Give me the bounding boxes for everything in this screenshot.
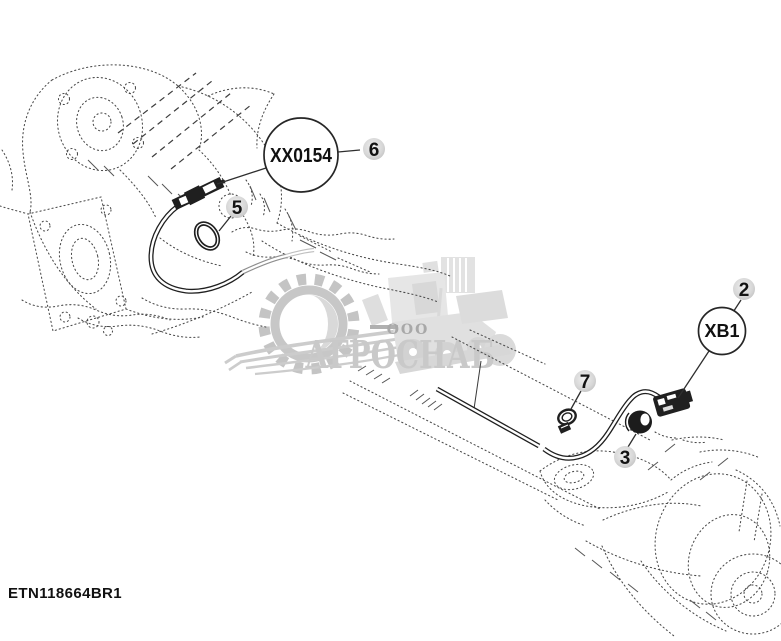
hose-clamp — [557, 408, 577, 434]
callout-label-xx0154: XX0154 — [270, 145, 333, 167]
grommet — [624, 410, 652, 434]
driveline-dashed-shafts — [117, 72, 252, 170]
item-number-5: 5 — [232, 198, 243, 219]
tube-break-mark — [538, 440, 548, 453]
item-callout-3: 3 — [614, 433, 637, 469]
callout-xx0154: XX0154 — [216, 117, 361, 193]
hydraulic-hose — [148, 203, 315, 294]
leader-line — [216, 167, 267, 185]
harness-connector — [653, 388, 694, 417]
drawing-number: ETN118664BR1 — [8, 585, 123, 602]
item-callout-6: 6 — [363, 138, 385, 161]
watermark-company-name: АГРОСНАБ — [305, 332, 495, 377]
steel-tube — [435, 386, 668, 461]
machine-silhouette-icon — [362, 257, 516, 374]
leader-line — [677, 350, 710, 399]
leader-line — [570, 390, 582, 410]
item-callout-2: 2 — [733, 278, 755, 301]
leader-line — [337, 149, 361, 153]
item-number-6: 6 — [369, 140, 380, 161]
item-number-2: 2 — [739, 280, 750, 301]
axle-phantom-outline — [539, 431, 781, 637]
callout-circle — [263, 117, 339, 193]
leader-line — [627, 433, 637, 448]
engine-phantom-outline — [0, 64, 453, 338]
callout-circle — [697, 306, 747, 356]
o-ring — [193, 221, 221, 251]
watermark-org-form: ООО — [387, 322, 430, 338]
frame-hatch-marks — [357, 365, 443, 411]
callout-xb1: XB1 — [677, 299, 747, 399]
item-number-7: 7 — [580, 372, 591, 393]
callout-label-xb1: XB1 — [704, 321, 739, 341]
leader-line — [732, 299, 742, 312]
watermark: ООО АГРОСНАБ — [224, 257, 516, 377]
axle-hatch-marks — [574, 443, 729, 621]
item-number-3: 3 — [620, 448, 631, 469]
watermark-rule — [370, 325, 398, 329]
item-callout-5: 5 — [218, 196, 248, 232]
leader-line — [218, 215, 232, 232]
item-callout-7: 7 — [570, 370, 596, 410]
hose-fitting — [171, 177, 225, 210]
